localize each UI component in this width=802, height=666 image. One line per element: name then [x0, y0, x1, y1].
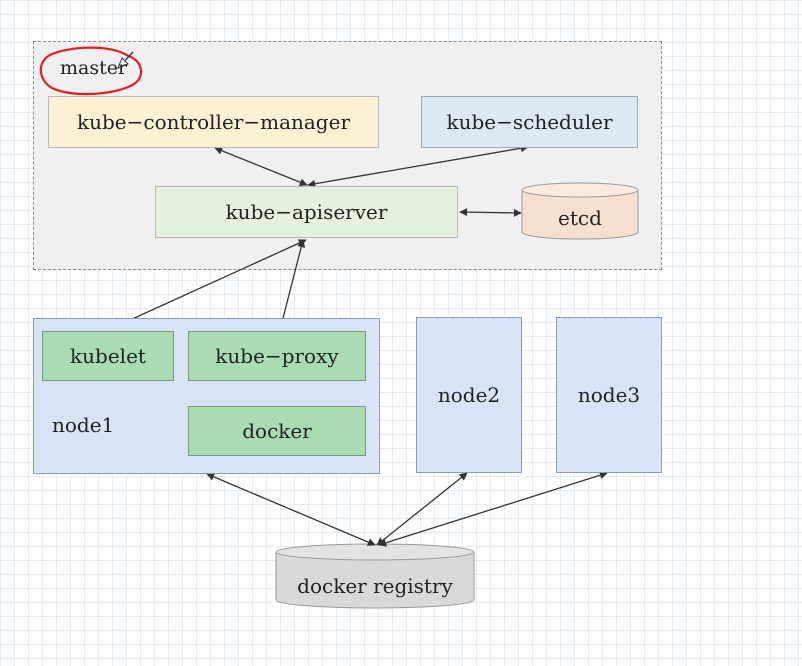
docker-box[interactable]: docker — [188, 406, 366, 456]
kubelet-label: kubelet — [70, 344, 146, 368]
kube-proxy-label: kube−proxy — [215, 344, 339, 368]
kube-proxy-box[interactable]: kube−proxy — [188, 331, 366, 381]
kube-controller-manager-box[interactable]: kube−controller−manager — [48, 96, 379, 148]
node1-label: node1 — [52, 413, 115, 437]
kube-scheduler-label: kube−scheduler — [446, 110, 613, 134]
kube-apiserver-label: kube−apiserver — [225, 200, 388, 224]
kube-apiserver-box[interactable]: kube−apiserver — [155, 186, 458, 238]
node3-label: node3 — [577, 383, 641, 407]
kube-scheduler-box[interactable]: kube−scheduler — [421, 96, 638, 148]
arrow-node2-registry — [376, 472, 468, 546]
node2-box[interactable]: node2 — [416, 317, 522, 473]
arrow-node3-registry — [378, 471, 608, 547]
arrow-node1-registry — [206, 473, 376, 546]
docker-label: docker — [242, 419, 312, 443]
kube-controller-manager-label: kube−controller−manager — [77, 110, 350, 134]
node2-label: node2 — [437, 383, 501, 407]
master-label: master — [60, 57, 128, 79]
node3-box[interactable]: node3 — [556, 317, 662, 473]
kubelet-box[interactable]: kubelet — [42, 331, 174, 381]
etcd-label: etcd — [558, 206, 602, 230]
docker-registry-label: docker registry — [297, 574, 453, 598]
